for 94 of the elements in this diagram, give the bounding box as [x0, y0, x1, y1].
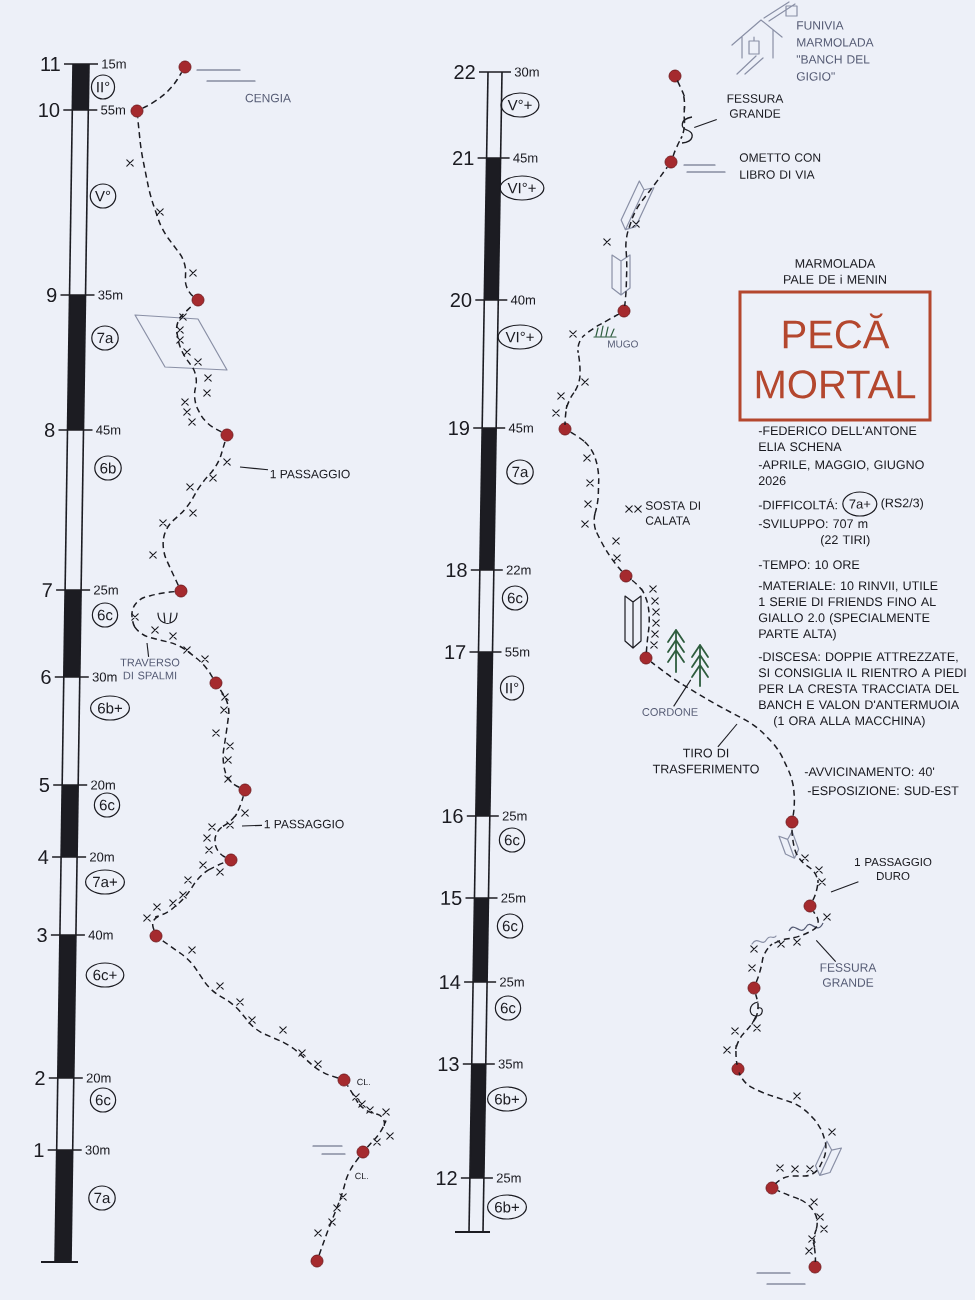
annotation: FESSURA GRANDE — [820, 963, 877, 987]
annotation: CENGIA — [245, 93, 291, 103]
pitch-length: 55m — [101, 105, 125, 115]
leader-line — [717, 723, 738, 748]
route-line — [628, 577, 650, 653]
info-text: -TEMPO: 10 ORE — [758, 560, 860, 570]
route-line — [151, 861, 226, 931]
pitch-length: 35m — [498, 1059, 523, 1069]
route-line — [734, 993, 759, 1066]
pitch-number: 18 — [446, 562, 467, 578]
pitch-number: 3 — [37, 927, 47, 943]
route-line — [136, 116, 194, 297]
annotation: CORDONE — [642, 708, 698, 716]
annotation: 1 PASSAGGIO DURO — [855, 857, 932, 881]
heading: MARMOLADA PALE DE i MENIN — [784, 259, 886, 284]
pitch-length: 30m — [514, 67, 539, 77]
info-text: -ESPOSIZIONE: SUD-EST — [807, 786, 959, 796]
leader-line — [146, 642, 150, 658]
annotation: TIRO DI TRASFERIMENTO — [652, 748, 759, 774]
pitch-number: 11 — [41, 57, 60, 71]
pitch-length: 40m — [510, 295, 535, 305]
pitch-number: 1 — [34, 1143, 44, 1157]
route-line — [755, 910, 819, 983]
pitch-number: 9 — [47, 287, 57, 303]
annotation: CL. — [357, 1078, 370, 1086]
route-line — [564, 313, 620, 426]
leader-line — [241, 824, 263, 827]
pitch-length: 45m — [513, 153, 538, 163]
pitch-length: 55m — [505, 647, 530, 657]
squiggle-mark — [681, 116, 693, 144]
route-line — [650, 661, 796, 817]
pitch-number: 4 — [38, 850, 49, 864]
info-text: -AVVICINAMENTO: 40' — [804, 767, 935, 777]
annotation: 1 PASSAGGIO — [270, 469, 350, 479]
pitch-length: 45m — [96, 425, 121, 435]
route-line — [791, 827, 819, 902]
route-line — [777, 1189, 818, 1263]
pitch-number: 21 — [453, 151, 474, 165]
pitch-number: 6 — [41, 669, 51, 685]
route-line — [160, 938, 339, 1079]
pitch-number: 10 — [39, 102, 60, 118]
route-line — [218, 687, 240, 789]
annotation: SOSTA DI CALATA — [645, 501, 700, 525]
leader-line — [239, 466, 269, 471]
info-text: -APRILE, MAGGIO, GIUGNO 2026 — [758, 460, 924, 486]
pitch-length: 45m — [508, 423, 533, 433]
route-line — [131, 590, 214, 679]
leader-line — [673, 679, 692, 707]
pitch-length: 30m — [85, 1145, 110, 1155]
pitch-length: 25m — [496, 1173, 521, 1183]
route-line — [214, 795, 245, 858]
pitch-length: 35m — [98, 290, 123, 300]
pitch-length: 15m — [102, 59, 126, 69]
pitch-number: 15 — [441, 891, 462, 905]
pitch-length: 20m — [90, 852, 114, 862]
pitch-number: 5 — [39, 778, 50, 792]
pitch-number: 19 — [449, 420, 469, 436]
route-line — [346, 1084, 387, 1149]
annotation: CL. — [355, 1172, 368, 1180]
pitch-number: 17 — [445, 645, 466, 659]
pitch-number: 22 — [454, 65, 475, 79]
route-line — [738, 1071, 827, 1185]
info-text: -SVILUPPO: 707 m (22 TIRI) — [758, 519, 870, 547]
pitch-length: 40m — [88, 930, 113, 940]
annotation: 1 PASSAGGIO — [264, 819, 344, 829]
pitch-number: 7 — [42, 583, 52, 597]
pitch-number: 16 — [442, 808, 463, 824]
info-text: -DISCESA: DOPPIE ATTREZZATE, SI CONSIGLIA IL RIENTRO A PIEDI PER LA CRESTA TRACCIATA DEL BANCH E VALON D'ANTERMUOIA (1 ORA ALLA MACCHINA) — [758, 652, 966, 728]
leader-line — [815, 939, 837, 963]
pitch-number: 8 — [45, 422, 55, 438]
squiggle-mark — [788, 922, 824, 932]
pitch-number: 20 — [450, 292, 472, 308]
route-line — [623, 166, 668, 307]
info-text: -MATERIALE: 10 RINVII, UTILE 1 SERIE DI FRIENDS FINO AL GIALLO 2.0 (SPECIALMENTE PARTE ALTA) — [758, 581, 938, 641]
title-box: PECĂ MORTAL — [738, 290, 932, 422]
route-line — [142, 71, 183, 109]
pitch-number: 14 — [440, 975, 461, 989]
pitch-number: 2 — [35, 1071, 45, 1085]
route-line — [162, 440, 226, 586]
pitch-number: 13 — [438, 1056, 459, 1072]
tree-icon — [691, 644, 709, 687]
annotation: OMETTO CON LIBRO DI VIA — [739, 153, 821, 179]
annotation: FUNIVIA MARMOLADA "BANCH DEL GIGIO" — [796, 21, 874, 81]
leader-line — [693, 118, 718, 128]
leader-line — [830, 881, 859, 893]
pitch-number: 12 — [436, 1171, 457, 1185]
pitch-length: 25m — [500, 977, 524, 987]
route-line — [672, 78, 686, 157]
annotation: MUGO — [608, 340, 638, 348]
pitch-length: 30m — [92, 672, 117, 682]
annotation: FESSURA GRANDE — [727, 94, 784, 118]
route-line — [318, 1156, 360, 1256]
annotation: TRAVERSO DI SPALMI — [120, 658, 180, 680]
route-line — [568, 430, 623, 572]
